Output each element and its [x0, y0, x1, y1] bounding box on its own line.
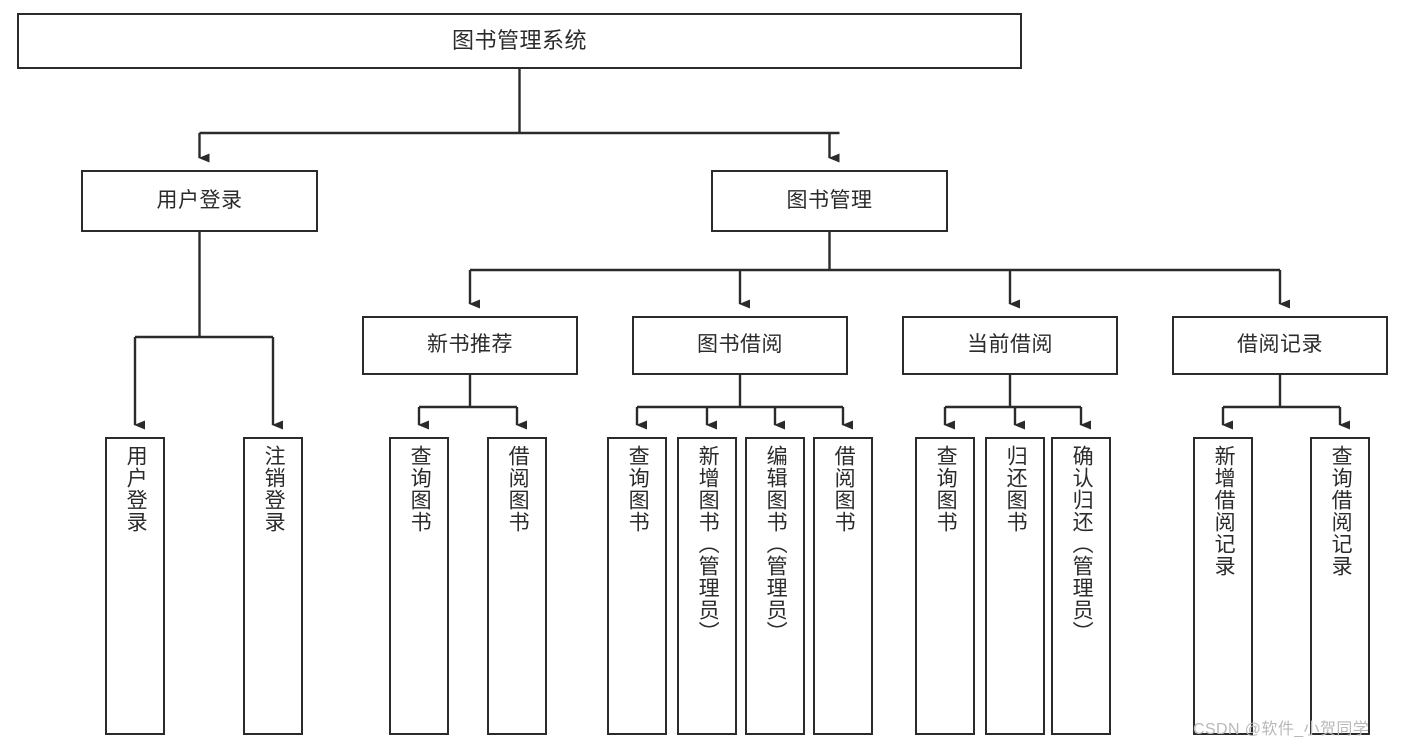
node-label: 图书管理 — [786, 188, 873, 212]
leaf-logout: 注销登录 — [243, 437, 303, 735]
node-label: 编辑图书（管理员） — [764, 445, 788, 643]
node-new-book-recommend: 新书推荐 — [362, 316, 578, 375]
node-current-borrow: 当前借阅 — [902, 316, 1118, 375]
node-book-management: 图书管理 — [711, 170, 948, 232]
leaf-confirm-return-admin: 确认归还（管理员） — [1051, 437, 1111, 735]
leaf-query-book-current: 查询图书 — [915, 437, 975, 735]
node-label: 借阅记录 — [1237, 333, 1323, 357]
node-label: 查询图书 — [408, 445, 432, 533]
leaf-query-book-recommend: 查询图书 — [389, 437, 449, 735]
node-book-borrow: 图书借阅 — [632, 316, 848, 375]
node-label: 新增图书（管理员） — [696, 445, 720, 643]
node-label: 用户登录 — [156, 188, 243, 212]
node-label: 归还图书 — [1004, 445, 1028, 533]
leaf-user-login: 用户登录 — [105, 437, 165, 735]
node-label: 注销登录 — [262, 445, 286, 533]
leaf-borrow-book: 借阅图书 — [813, 437, 873, 735]
node-label: 查询借阅记录 — [1329, 445, 1353, 577]
leaf-borrow-book-recommend: 借阅图书 — [487, 437, 547, 735]
leaf-add-book-admin: 新增图书（管理员） — [677, 437, 737, 735]
node-user-login: 用户登录 — [81, 170, 318, 232]
leaf-return-book: 归还图书 — [985, 437, 1045, 735]
node-label: 用户登录 — [124, 445, 148, 533]
node-label: 新增借阅记录 — [1212, 445, 1236, 577]
csdn-watermark: CSDN @软件_小贺同学 — [1193, 721, 1370, 738]
node-label: 图书借阅 — [697, 333, 783, 357]
leaf-add-borrow-record: 新增借阅记录 — [1193, 437, 1253, 735]
node-label: 查询图书 — [626, 445, 650, 533]
node-label: 借阅图书 — [832, 445, 856, 533]
node-root: 图书管理系统 — [17, 13, 1022, 69]
leaf-query-borrow-record: 查询借阅记录 — [1310, 437, 1370, 735]
node-label: 查询图书 — [934, 445, 958, 533]
leaf-edit-book-admin: 编辑图书（管理员） — [745, 437, 805, 735]
node-label: 图书管理系统 — [451, 28, 587, 54]
leaf-query-book-borrow: 查询图书 — [607, 437, 667, 735]
node-label: 借阅图书 — [506, 445, 530, 533]
node-borrow-record: 借阅记录 — [1172, 316, 1388, 375]
node-label: 确认归还（管理员） — [1070, 445, 1094, 643]
node-label: 新书推荐 — [427, 333, 513, 357]
node-label: 当前借阅 — [967, 333, 1053, 357]
